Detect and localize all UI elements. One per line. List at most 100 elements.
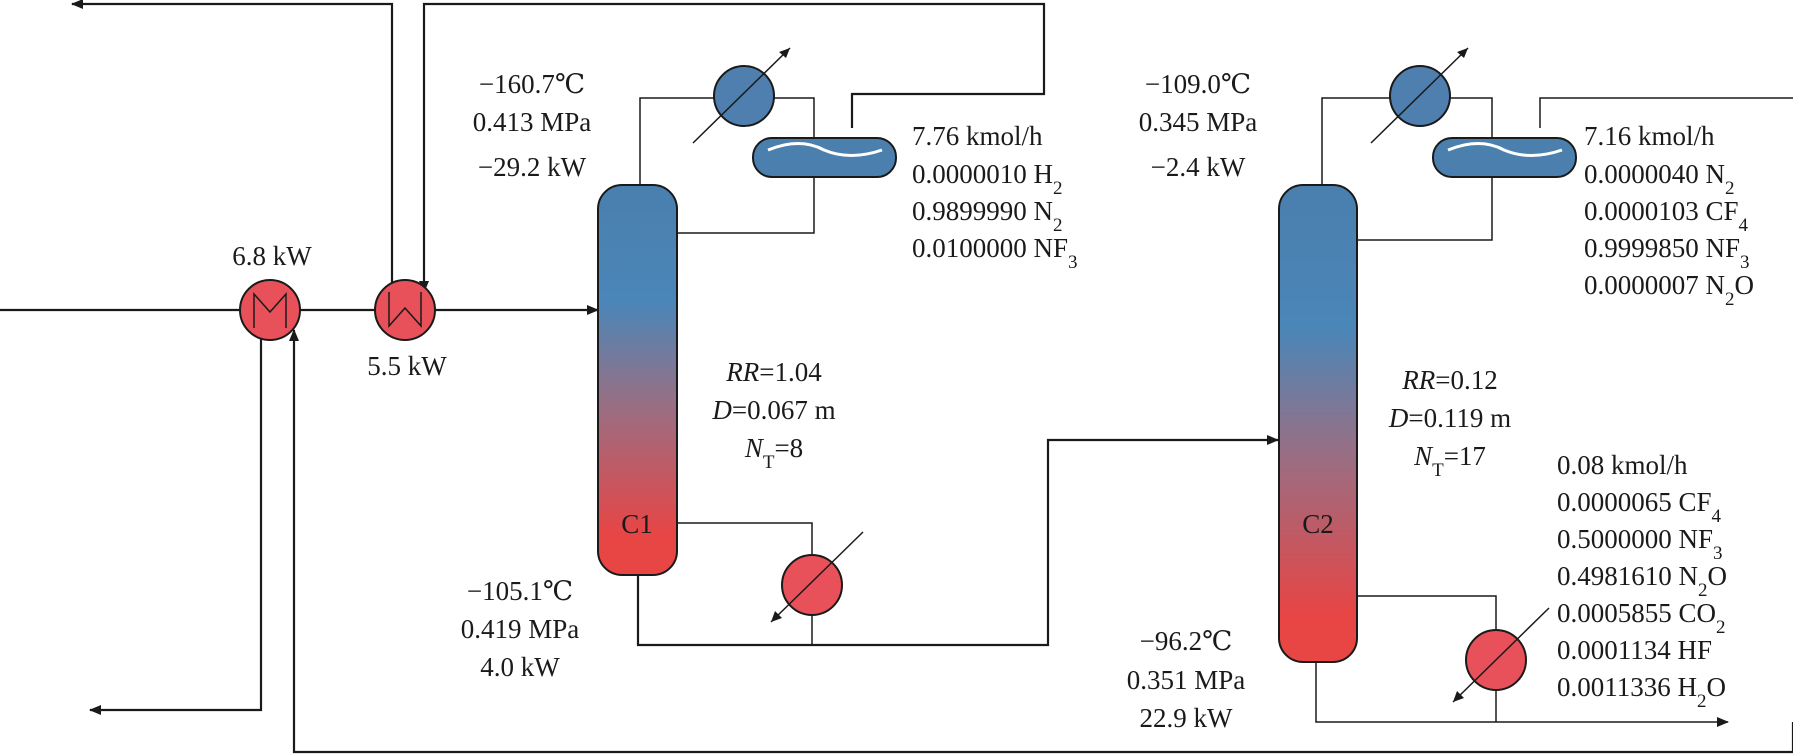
c1-to-c2-line xyxy=(636,435,1279,647)
composition-value: 0.0000010 xyxy=(912,159,1034,189)
composition-tail: O xyxy=(1707,672,1727,702)
composition-value: 0.0001134 xyxy=(1557,635,1678,665)
composition-sub: 4 xyxy=(1712,506,1722,527)
c2-overhead-line xyxy=(1321,97,1392,193)
composition-value: 0.9899990 xyxy=(912,196,1034,226)
c2-reflux-ratio: RR=0.12 xyxy=(1401,365,1497,395)
c1-top-temperature: −160.7℃ xyxy=(479,69,585,99)
composition-value: 0.0011336 xyxy=(1557,672,1678,702)
composition-species: NF xyxy=(1034,233,1069,263)
composition-value: 0.0100000 xyxy=(912,233,1034,263)
composition-value: 0.5000000 xyxy=(1557,524,1679,554)
composition-sub: 2 xyxy=(1053,178,1063,199)
composition-entry: 0.0000065 CF4 xyxy=(1557,487,1722,527)
c2-bottom-temperature: −96.2℃ xyxy=(1140,626,1233,656)
c2-reboiler[interactable] xyxy=(1452,607,1550,703)
composition-value: 0.0000103 xyxy=(1584,196,1706,226)
c1-top-pressure: 0.413 MPa xyxy=(473,107,592,137)
c1-reflux-drum[interactable] xyxy=(752,137,897,178)
c2-bottom-pressure: 0.351 MPa xyxy=(1127,665,1246,695)
c2-condenser-outlet-line xyxy=(1448,97,1493,140)
c1-distillate-flow: 7.76 kmol/h xyxy=(912,121,1043,151)
return-line-2 xyxy=(289,329,1793,754)
c2-distillate-flow: 7.16 kmol/h xyxy=(1584,121,1715,151)
composition-tail: O xyxy=(1735,270,1755,300)
tail-gas-line xyxy=(71,0,394,292)
heater-2[interactable] xyxy=(374,279,436,341)
column-c1[interactable] xyxy=(597,184,678,576)
composition-species: N xyxy=(1706,159,1726,189)
c1-bottom-duty: 4.0 kW xyxy=(480,652,560,682)
composition-value: 0.4981610 xyxy=(1557,561,1679,591)
c2-condenser[interactable] xyxy=(1370,47,1469,144)
heater-1-duty: 6.8 kW xyxy=(232,241,312,271)
composition-sub: 2 xyxy=(1697,691,1707,712)
composition-entry: 0.4981610 N2O xyxy=(1557,561,1727,601)
composition-entry: 0.0000103 CF4 xyxy=(1584,196,1749,236)
column-c2-label: C2 xyxy=(1302,509,1334,539)
composition-entry: 0.0011336 H2O xyxy=(1557,672,1726,712)
composition-entry: 0.9999850 NF3 xyxy=(1584,233,1750,273)
c2-diameter: D=0.119 m xyxy=(1388,403,1511,433)
c1-bottom-draw-line xyxy=(677,522,813,555)
composition-entry: 0.0000040 N2 xyxy=(1584,159,1735,199)
c2-top-pressure: 0.345 MPa xyxy=(1139,107,1258,137)
c1-reboiler[interactable] xyxy=(770,531,864,623)
composition-species: H xyxy=(1034,159,1054,189)
column-c2[interactable] xyxy=(1278,184,1358,663)
composition-species: H xyxy=(1678,672,1698,702)
composition-sub: 4 xyxy=(1739,215,1749,236)
composition-species: CO xyxy=(1679,598,1717,628)
composition-tail: O xyxy=(1708,561,1728,591)
composition-entry: 0.0000010 H2 xyxy=(912,159,1063,199)
composition-value: 0.0000007 xyxy=(1584,270,1706,300)
composition-entry: 0.5000000 NF3 xyxy=(1557,524,1723,564)
composition-entry: 0.9899990 N2 xyxy=(912,196,1063,236)
c2-top-duty: −2.4 kW xyxy=(1151,152,1246,182)
c2-bottoms-flow: 0.08 kmol/h xyxy=(1557,450,1688,480)
composition-species: HF xyxy=(1678,635,1713,665)
column-c1-label: C1 xyxy=(621,509,653,539)
c1-distillate-composition: 0.0000010 H20.9899990 N20.0100000 NF3 xyxy=(912,159,1078,273)
composition-value: 0.9999850 xyxy=(1584,233,1706,263)
composition-species: N xyxy=(1706,270,1726,300)
composition-entry: 0.0005855 CO2 xyxy=(1557,598,1726,638)
c2-distillate-line xyxy=(1539,97,1793,128)
c1-vent-line xyxy=(419,2,1046,293)
return-line-1 xyxy=(89,328,263,715)
c1-overhead-line xyxy=(639,97,716,193)
c1-reflux-ratio: RR=1.04 xyxy=(725,357,822,387)
c2-bottoms-product-line xyxy=(1315,662,1729,727)
c1-bottom-temperature: −105.1℃ xyxy=(467,576,573,606)
composition-species: NF xyxy=(1706,233,1741,263)
composition-species: CF xyxy=(1706,196,1739,226)
composition-value: 0.0005855 xyxy=(1557,598,1679,628)
c2-top-temperature: −109.0℃ xyxy=(1145,69,1251,99)
composition-value: 0.0000065 xyxy=(1557,487,1679,517)
composition-sub: 2 xyxy=(1698,580,1708,601)
c1-condenser-outlet-line xyxy=(772,97,815,140)
c1-diameter: D=0.067 m xyxy=(711,395,835,425)
c1-reflux-line xyxy=(678,170,815,234)
composition-species: NF xyxy=(1679,524,1714,554)
composition-species: N xyxy=(1679,561,1699,591)
composition-entry: 0.0100000 NF3 xyxy=(912,233,1078,273)
c2-bottom-duty: 22.9 kW xyxy=(1140,703,1234,733)
heater-2-duty: 5.5 kW xyxy=(367,351,447,381)
composition-sub: 3 xyxy=(1068,252,1078,273)
c2-reflux-line xyxy=(1357,170,1493,241)
composition-sub: 3 xyxy=(1740,252,1750,273)
composition-sub: 2 xyxy=(1725,289,1735,310)
c1-bottom-pressure: 0.419 MPa xyxy=(461,614,580,644)
c1-condenser[interactable] xyxy=(692,47,791,144)
c2-reflux-drum[interactable] xyxy=(1432,137,1577,178)
heater-1[interactable] xyxy=(239,279,301,341)
composition-sub: 2 xyxy=(1716,617,1726,638)
c2-stages: NT=17 xyxy=(1413,441,1486,481)
c2-bottom-draw-line xyxy=(1357,595,1497,630)
composition-entry: 0.0001134 HF xyxy=(1557,635,1712,665)
composition-sub: 2 xyxy=(1725,178,1735,199)
